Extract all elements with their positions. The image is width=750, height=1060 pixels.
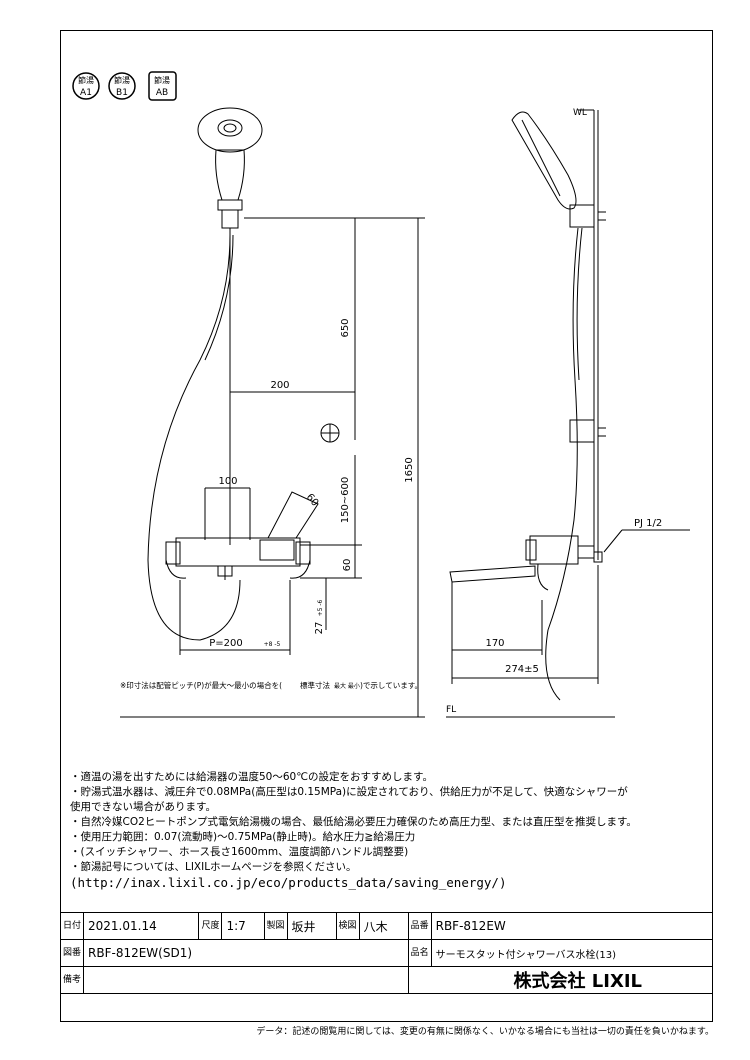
dim-200: 200 xyxy=(270,380,289,391)
front-holder xyxy=(320,423,340,443)
company-name: 株式会社 LIXIL xyxy=(407,966,714,994)
side-hose xyxy=(545,227,579,701)
scale-label: 尺度 xyxy=(198,912,223,940)
label-wl: WL xyxy=(573,108,587,118)
scale-value: 1:7 xyxy=(221,912,265,940)
dim-150-600: 150~600 xyxy=(340,477,351,524)
pitch-note-std: 標準寸法 xyxy=(300,680,330,690)
drawing-no-value: RBF-812EW(SD1) xyxy=(83,939,409,967)
note-line: ・使用圧力範囲：0.07(流動時)～0.75MPa(静止時)。給水圧力≧給湯圧力 xyxy=(70,831,416,843)
note-line: ・適温の湯を出すためには給湯器の温度50～60℃の設定をおすすめします。 xyxy=(70,771,433,783)
saving-badge-b1 xyxy=(108,72,136,100)
drawing-sheet-border xyxy=(60,30,713,1022)
front-shower-head xyxy=(197,107,263,545)
badge-a1-bottom: A1 xyxy=(80,88,92,98)
disclaimer: データ：記述の閲覧用に関しては、変更の有無に関係なく、いかなる場合にも当社は一切… xyxy=(256,1027,714,1037)
checked-label: 検図 xyxy=(335,912,360,940)
note-url: (http://inax.lixil.co.jp/eco/products_da… xyxy=(70,875,507,890)
date-label: 日付 xyxy=(59,912,85,940)
remarks-label: 備考 xyxy=(59,966,85,994)
title-block: 日付 2021.01.14 尺度 1:7 製図 坂井 検図 八木 品番 RBF-… xyxy=(59,912,714,994)
dim-pitch-tolerance: +8 -5 xyxy=(264,641,281,648)
label-pj: PJ 1/2 xyxy=(634,518,662,529)
checked-by: 八木 xyxy=(358,912,409,940)
remarks-value xyxy=(83,966,409,994)
dim-170: 170 xyxy=(485,638,504,649)
saving-badge-a1 xyxy=(72,72,100,100)
side-slide-bar xyxy=(569,110,606,560)
side-faucet xyxy=(449,535,603,591)
dim-1650: 1650 xyxy=(404,457,415,482)
product-name-value: サーモスタット付シャワーバス水栓(13) xyxy=(430,939,714,967)
dim-100: 100 xyxy=(218,476,237,487)
note-line: ・貯湯式温水器は、減圧弁で0.08MPa(高圧型は0.15MPa)に設定されてお… xyxy=(70,786,628,798)
note-line: ・節湯記号については、LIXILホームページを参照ください。 xyxy=(70,861,357,873)
badge-a1-top: 節湯 xyxy=(78,75,94,85)
note-line: ・自然冷媒CO2ヒートポンプ式電気給湯機の場合、最低給湯必要圧力確保のため高圧力… xyxy=(70,816,637,828)
part-no-value: RBF-812EW xyxy=(430,912,714,940)
saving-badge-ab xyxy=(148,71,177,101)
badge-b1-top: 節湯 xyxy=(114,75,130,85)
front-faucet-body xyxy=(165,491,319,580)
dim-pitch: P=200 xyxy=(209,638,243,649)
dim-27-tolerance: +5 -6 xyxy=(317,599,324,616)
drawn-label: 製図 xyxy=(263,912,288,940)
drawing-no-label: 図番 xyxy=(59,939,85,967)
pitch-note-after: )で示しています。 xyxy=(360,681,422,690)
badge-b1-bottom: B1 xyxy=(116,88,128,98)
dim-27: 27 xyxy=(314,622,325,635)
pitch-note-maxmin: 最大 最小 xyxy=(334,682,360,690)
note-line: ・(スイッチシャワー、ホース長さ1600mm、温度調節ハンドル調整要) xyxy=(70,846,409,858)
part-no-label: 品番 xyxy=(407,912,432,940)
front-hose xyxy=(147,234,241,641)
badge-ab-top: 節湯 xyxy=(154,75,170,85)
date-value: 2021.01.14 xyxy=(83,912,200,940)
notes-block: ・適温の湯を出すためには給湯器の温度50～60℃の設定をおすすめします。 ・貯湯… xyxy=(70,770,710,890)
dim-60-vertical: 60 xyxy=(342,559,353,572)
dim-274: 274±5 xyxy=(505,664,539,675)
drawn-by: 坂井 xyxy=(286,912,337,940)
dim-650: 650 xyxy=(340,318,351,337)
side-shower-head xyxy=(511,111,577,210)
pitch-note-before: ※印寸法は配管ピッチ(P)が最大～最小の場合を( xyxy=(120,680,282,690)
product-name-label: 品名 xyxy=(407,939,432,967)
label-fl: FL xyxy=(446,705,456,715)
badge-ab-bottom: AB xyxy=(156,88,168,98)
note-line: 使用できない場合があります。 xyxy=(70,801,216,813)
dim-60-angle: 60 xyxy=(304,492,321,509)
